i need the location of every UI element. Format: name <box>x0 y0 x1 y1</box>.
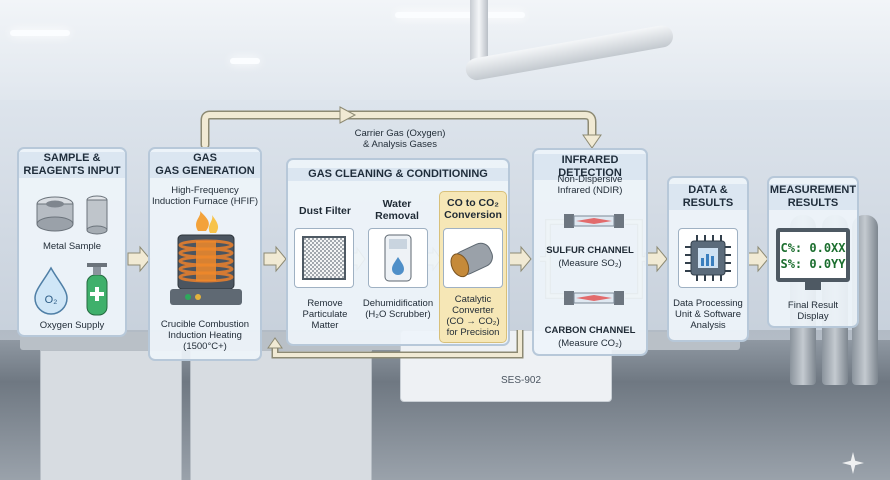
cabinet <box>40 350 182 480</box>
data-results-title: DATA & RESULTS <box>669 184 747 210</box>
catalytic-converter-icon <box>450 242 493 278</box>
instrument-label: SES-902 <box>501 375 542 386</box>
o2-drop-icon <box>34 266 68 315</box>
gas-cleaning-title: GAS CLEANING & CONDITIONING <box>288 168 508 181</box>
dehumidifier-icon <box>384 234 412 282</box>
monitor-stand <box>805 282 821 290</box>
dust-filter-icon <box>302 236 346 280</box>
infrared-title: INFRARED DETECTION <box>534 154 646 180</box>
induction-furnace-icon <box>170 211 242 305</box>
gas-generation-title: GAS GAS GENERATION <box>150 152 260 178</box>
measurement-panel: MEASUREMENT RESULTS C%: 0.0XX S%: 0.0YY … <box>767 176 859 328</box>
gas-generation-panel: GAS GAS GENERATION High-Frequency Induct… <box>148 147 262 361</box>
co-conversion-title: CO to CO₂ Conversion <box>444 197 502 221</box>
data-results-panel: DATA & RESULTS Data Processing Unit & So… <box>667 176 749 342</box>
sample-input-title: SAMPLE & REAGENTS INPUT <box>19 152 125 178</box>
cabinet <box>190 350 372 480</box>
carrier-gas-label: Carrier Gas (Oxygen) & Analysis Gases <box>354 128 446 150</box>
dust-filter-chip <box>294 228 354 288</box>
ceiling-arm <box>470 0 488 70</box>
processor-icon <box>685 235 731 281</box>
water-removal-chip <box>368 228 428 288</box>
data-processing-chip <box>678 228 738 288</box>
catalytic-converter-chip <box>443 228 503 288</box>
carbon-result: C%: 0.0XX <box>780 241 846 255</box>
water-removal-title: Water Removal <box>375 198 419 222</box>
sulfur-result: S%: 0.0YY <box>780 257 846 271</box>
sulfur-channel-title: SULFUR CHANNEL <box>546 245 634 256</box>
combustion-caption: Crucible Combustion Induction Heating (1… <box>160 319 250 352</box>
carbon-channel-title: CARBON CHANNEL <box>544 325 636 336</box>
metal-sample-label: Metal Sample <box>42 241 102 252</box>
infrared-panel: INFRARED DETECTION Non-Dispersive Infrar… <box>532 148 648 356</box>
gas-cleaning-panel: GAS CLEANING & CONDITIONING Dust Filter … <box>286 158 510 346</box>
oxygen-tank-icon <box>86 263 108 316</box>
ceiling-light <box>10 30 70 36</box>
dust-filter-caption: Remove Particulate Matter <box>302 298 348 331</box>
sulfur-ir-cell-icon <box>564 214 624 228</box>
furnace-label: High-Frequency Induction Furnace (HFIF) <box>151 185 259 207</box>
metal-cylinder-icon <box>86 195 108 235</box>
carbon-ir-cell-icon <box>564 291 624 305</box>
co-conversion-caption: Catalytic Converter (CO → CO₂) for Preci… <box>446 294 500 338</box>
infrared-subtitle: Non-Dispersive Infrared (NDIR) <box>557 174 623 196</box>
oxygen-supply-label: Oxygen Supply <box>39 320 105 331</box>
measurement-caption: Final Result Display <box>787 300 839 322</box>
o2-symbol: O₂ <box>44 294 58 306</box>
co-conversion-box: CO to CO₂ Conversion Catalytic Converter… <box>439 191 507 343</box>
ceiling-light <box>395 12 525 18</box>
sulfur-channel-caption: (Measure SO₂) <box>558 258 622 269</box>
metal-ring-icon <box>36 196 74 232</box>
carbon-channel-caption: (Measure CO₂) <box>558 338 622 349</box>
ceiling-light <box>230 58 260 64</box>
result-display-screen: C%: 0.0XX S%: 0.0YY <box>776 228 850 282</box>
dust-filter-title: Dust Filter <box>299 205 351 217</box>
data-processing-caption: Data Processing Unit & Software Analysis <box>673 298 743 331</box>
sample-input-panel: SAMPLE & REAGENTS INPUT Metal Sample O₂ … <box>17 147 127 337</box>
water-removal-caption: Dehumidification (H₂O Scrubber) <box>362 298 434 320</box>
measurement-title: MEASUREMENT RESULTS <box>769 184 857 210</box>
